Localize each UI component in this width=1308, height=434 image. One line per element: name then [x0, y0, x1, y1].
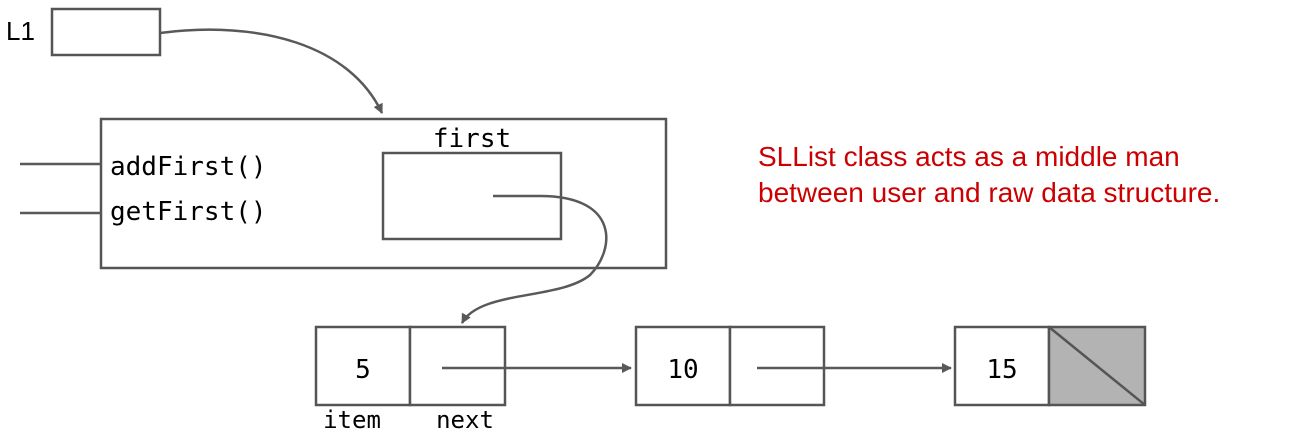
- node-1-item-box: [314, 325, 412, 407]
- annotation-line-1: SLList class acts as a middle man: [758, 141, 1180, 172]
- next-field-label: next: [436, 406, 494, 434]
- variable-box: [50, 7, 162, 57]
- node-1-item-value: 5: [355, 355, 371, 385]
- l1-pointer-arrow: [159, 28, 384, 114]
- addfirst-method-label: addFirst(): [110, 152, 267, 182]
- node-2-item-box: [634, 325, 732, 407]
- getfirst-method-label: getFirst(): [110, 197, 267, 227]
- node-3-item-box: [953, 325, 1051, 407]
- annotation-line-2: between user and raw data structure.: [758, 177, 1220, 208]
- variable-label: L1: [6, 16, 35, 46]
- item-field-label: item: [323, 406, 381, 434]
- node-3-item-value: 15: [986, 355, 1017, 385]
- node-2-item-value: 10: [667, 355, 698, 385]
- first-field-label: first: [433, 124, 511, 154]
- first-pointer-arrow: [460, 194, 608, 324]
- node-1-next-box: [408, 325, 507, 407]
- null-slash-icon: [1048, 326, 1146, 406]
- node-2-next-box: [728, 325, 826, 407]
